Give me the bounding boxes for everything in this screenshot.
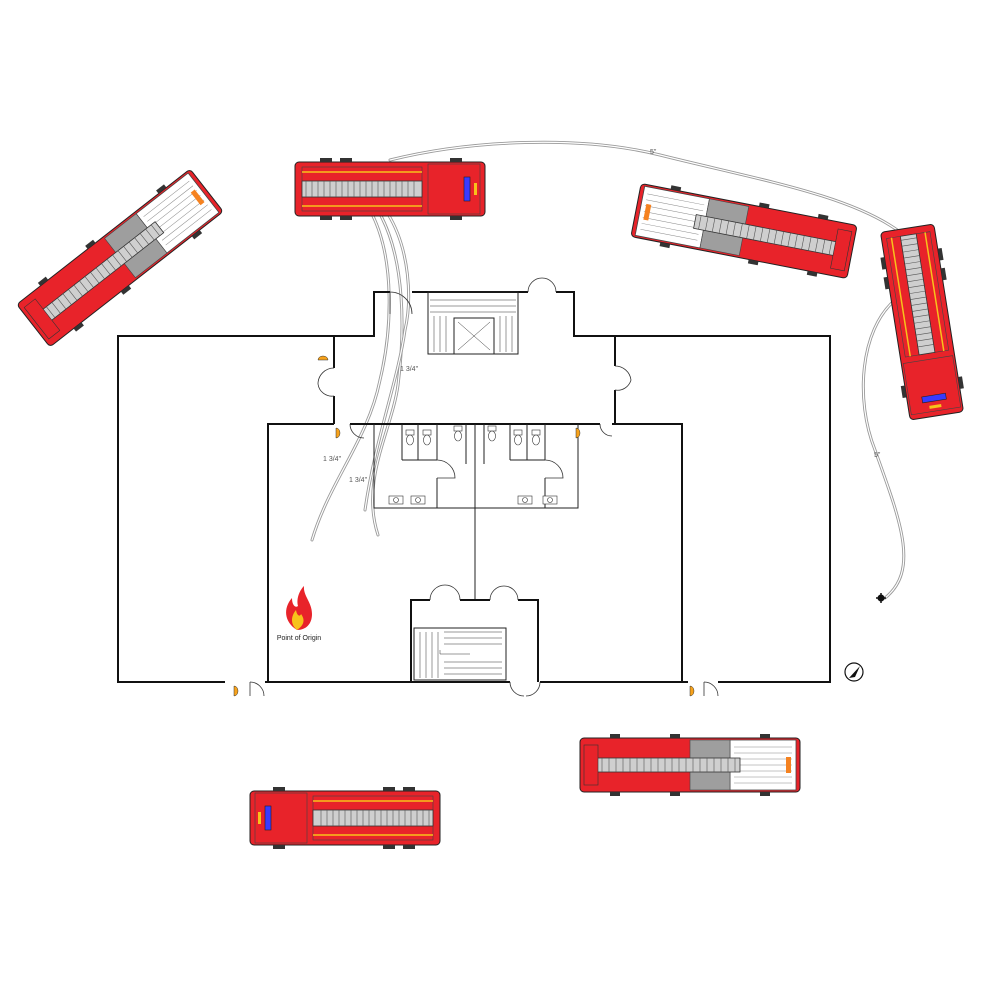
building-floor-plan xyxy=(117,291,831,683)
attack-line-label-1: 1 3/4" xyxy=(400,366,419,373)
attack-line-label-3: 1 3/4" xyxy=(349,477,368,484)
point-of-origin-label: Point of Origin xyxy=(277,635,321,642)
fire-extinguisher-icons xyxy=(233,355,695,697)
attack-line-3 xyxy=(363,212,411,512)
restroom-fixtures xyxy=(388,425,558,505)
compass-icon xyxy=(844,662,864,682)
supply-line-right-label: 5" xyxy=(874,452,881,459)
ladder-truck-northwest xyxy=(13,165,227,351)
supply-line-top-label: 5" xyxy=(650,149,657,156)
supply-line-top xyxy=(388,140,902,234)
attack-line-label-2: 1 3/4" xyxy=(323,456,342,463)
engine-east xyxy=(875,222,969,422)
doors xyxy=(249,277,719,697)
fire-icon xyxy=(286,586,312,630)
engine-south xyxy=(249,786,441,850)
attack-line-1 xyxy=(310,212,391,542)
supply-line-right xyxy=(861,298,906,600)
engine-north xyxy=(294,157,486,221)
ladder-truck-south xyxy=(579,733,801,797)
hydrant-icon xyxy=(876,593,886,603)
